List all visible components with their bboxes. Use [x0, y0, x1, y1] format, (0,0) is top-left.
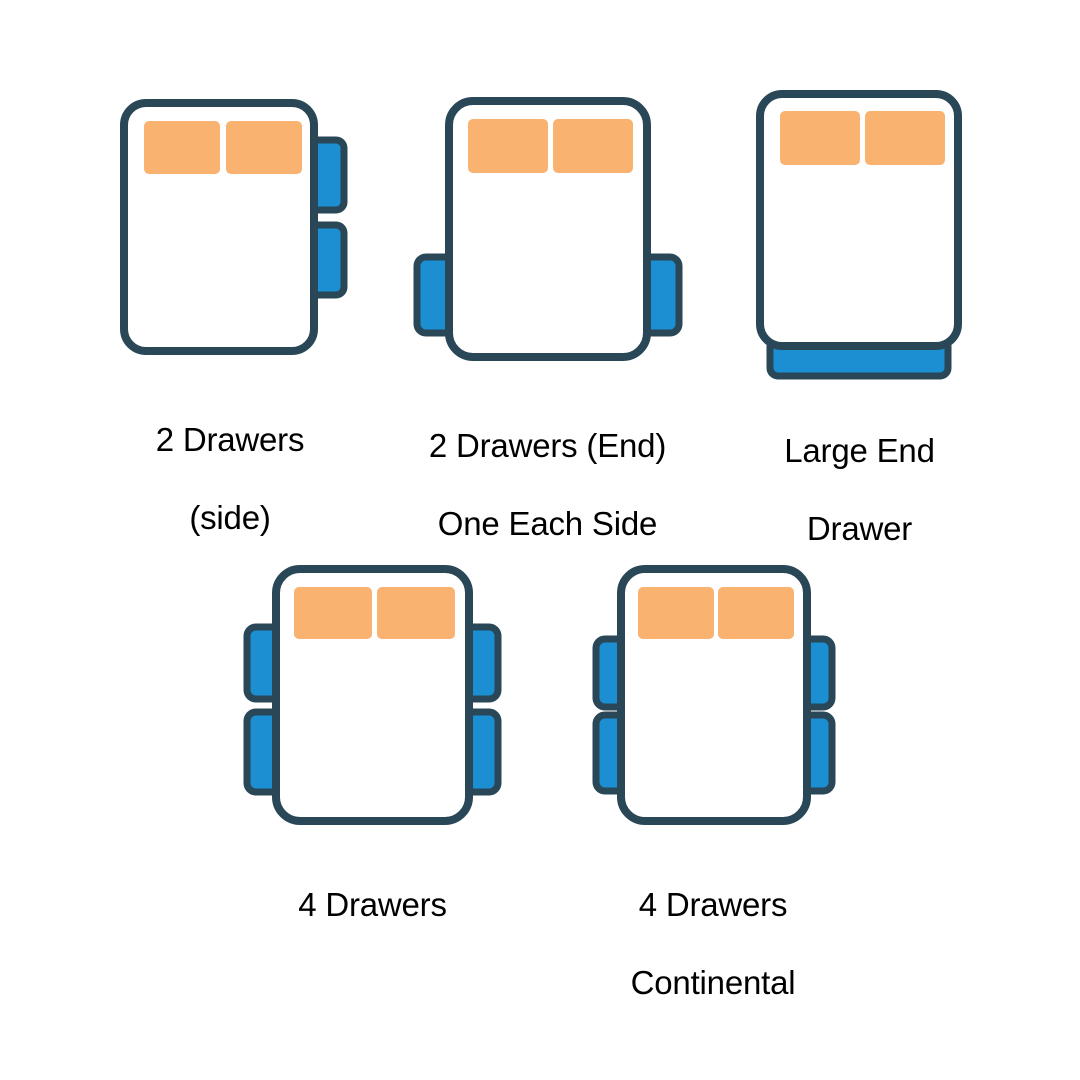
caption-line: (side) [189, 498, 271, 536]
bed-icon-large-end-drawer [756, 90, 962, 380]
diagram-two-drawers-end[interactable]: 2 Drawers (End) One Each Side [405, 85, 690, 542]
bed-icon-four-drawers-continental [592, 565, 836, 825]
pillow-left [638, 587, 714, 639]
caption-two-drawers-side: 2 Drawers (side) [75, 382, 385, 577]
pillow-right [718, 587, 794, 639]
diagram-two-drawers-side[interactable]: 2 Drawers (side) [100, 85, 360, 536]
caption-line: 2 Drawers [155, 420, 305, 458]
pillow-right [865, 111, 945, 165]
caption-line: 4 Drawers [298, 885, 447, 923]
diagram-large-end-drawer[interactable]: Large End Drawer [752, 80, 967, 547]
caption-line: Drawer [806, 509, 913, 547]
caption-four-drawers-continental: 4 Drawers Continental [553, 847, 873, 1042]
diagram-four-drawers-continental[interactable]: 4 Drawers Continental [588, 555, 840, 1001]
pillow-left [144, 121, 220, 174]
bed-icon-four-drawers [243, 565, 502, 825]
caption-line: 2 Drawers (End) [428, 426, 667, 464]
pillow-left [294, 587, 372, 639]
pillow-right [377, 587, 455, 639]
pillow-left [468, 119, 548, 173]
bed-icon-two-drawers-side [120, 99, 348, 355]
caption-line: One Each Side [437, 504, 658, 542]
caption-line: Continental [630, 963, 796, 1001]
bed-icon-two-drawers-end [413, 97, 683, 361]
caption-line: 4 Drawers [638, 885, 788, 923]
diagram-four-drawers[interactable]: 4 Drawers [240, 555, 505, 923]
caption-large-end-drawer: Large End Drawer [717, 393, 1002, 588]
pillow-right [553, 119, 633, 173]
pillow-right [226, 121, 302, 174]
pillow-left [780, 111, 860, 165]
caption-line: Large End [784, 431, 935, 469]
caption-two-drawers-end: 2 Drawers (End) One Each Side [375, 388, 720, 583]
caption-four-drawers: 4 Drawers [205, 847, 540, 964]
